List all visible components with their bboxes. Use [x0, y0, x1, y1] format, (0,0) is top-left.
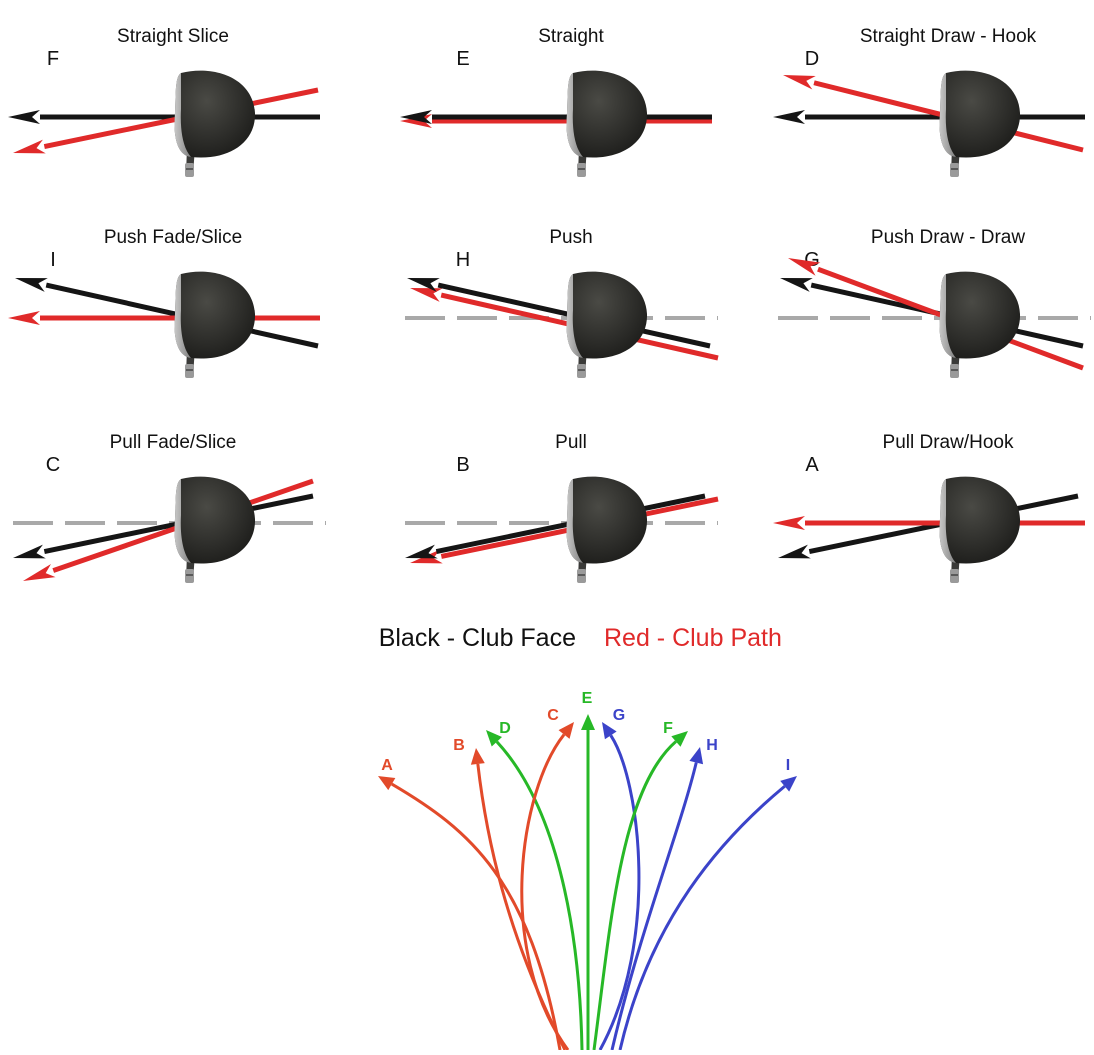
club-face-arrow — [13, 493, 314, 559]
driver-clubhead — [939, 70, 1021, 177]
panel-title: Push — [549, 227, 592, 248]
panel-letter: D — [805, 48, 819, 70]
driver-clubhead — [939, 271, 1021, 378]
panel-letter: F — [47, 48, 59, 70]
trajectory-label: H — [706, 737, 718, 754]
club-face-arrow — [778, 493, 1079, 559]
panel-letter: H — [456, 249, 470, 271]
panel-title: Pull Draw/Hook — [883, 432, 1014, 453]
trajectory-label: B — [453, 737, 465, 754]
trajectory-h: H — [610, 737, 718, 1051]
trajectory-label: G — [613, 707, 625, 724]
club-path-arrow — [410, 288, 719, 361]
panel-title: Straight Draw - Hook — [860, 26, 1037, 47]
legend-club-face: Black - Club Face — [379, 624, 576, 652]
driver-clubhead — [566, 476, 648, 583]
panel-title: Push Draw - Draw — [871, 227, 1025, 248]
panel-letter: E — [456, 48, 469, 70]
panel-title: Straight Slice — [117, 26, 229, 47]
legend: Black - Club Face Red - Club Path — [379, 624, 782, 652]
trajectory-c: C — [520, 707, 574, 1051]
driver-clubhead — [174, 70, 256, 177]
trajectory-i: I — [618, 757, 797, 1051]
panel-letter: I — [50, 249, 56, 271]
driver-clubhead — [939, 476, 1021, 583]
panel-title: Pull Fade/Slice — [110, 432, 237, 453]
trajectory-label: D — [499, 720, 511, 737]
club-path-arrow — [23, 478, 314, 581]
club-path-arrow — [13, 87, 319, 154]
legend-club-path: Red - Club Path — [604, 624, 782, 652]
trajectory-label: I — [786, 757, 790, 774]
driver-clubhead — [174, 476, 256, 583]
driver-clubhead — [566, 271, 648, 378]
trajectory-label: F — [663, 720, 673, 737]
panel-title: Straight — [538, 26, 604, 47]
trajectory-label: C — [547, 707, 559, 724]
club-path-arrow — [410, 496, 719, 564]
club-face-arrow — [405, 493, 706, 559]
trajectory-a: A — [378, 757, 562, 1051]
trajectory-d: D — [486, 720, 584, 1051]
trajectory-f: F — [592, 720, 688, 1051]
club-face-arrow — [15, 278, 319, 349]
driver-clubhead — [174, 271, 256, 378]
club-face-arrow — [407, 278, 711, 349]
panel-title: Pull — [555, 432, 587, 453]
panel-letter: A — [805, 454, 819, 476]
club-path-arrow — [783, 75, 1084, 153]
trajectory-e: E — [581, 690, 595, 1051]
trajectory-label: A — [381, 757, 393, 774]
panel-title: Push Fade/Slice — [104, 227, 242, 248]
club-path-arrow — [788, 258, 1084, 371]
panel-letter: B — [456, 454, 469, 476]
panel-letter: C — [46, 454, 60, 476]
trajectory-label: E — [582, 690, 593, 707]
ball-flight-trajectories: A B D C E G F H I — [378, 690, 797, 1051]
driver-clubhead — [566, 70, 648, 177]
trajectory-g: G — [598, 707, 641, 1051]
